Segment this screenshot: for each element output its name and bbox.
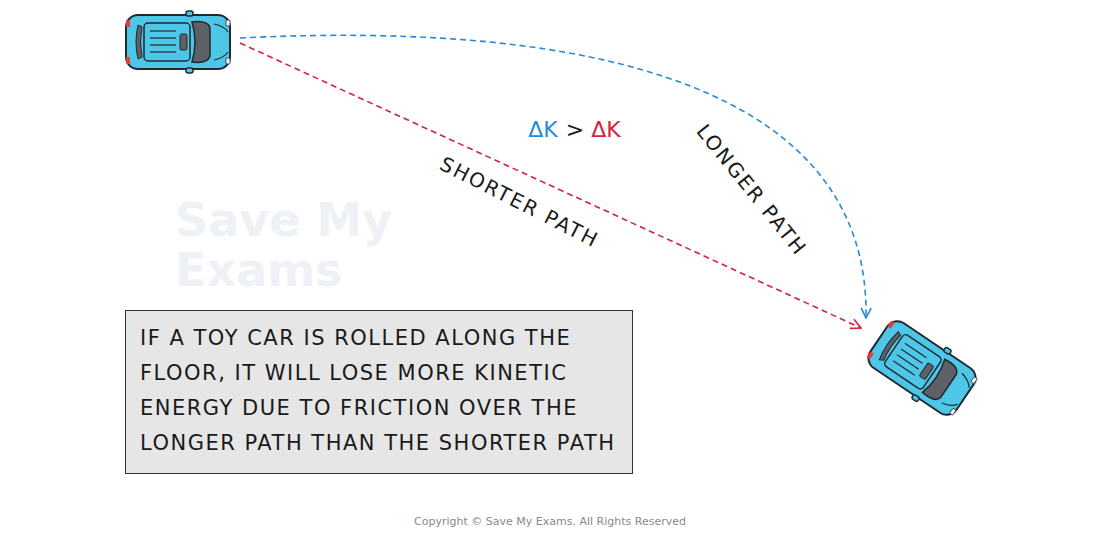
note-text: IF A TOY CAR IS ROLLED ALONG THE FLOOR, …	[140, 321, 620, 461]
toy-car	[862, 313, 983, 423]
path-label: SHORTER PATH	[436, 152, 603, 253]
note-box: IF A TOY CAR IS ROLLED ALONG THE FLOOR, …	[125, 310, 633, 474]
path-label: LONGER PATH	[692, 120, 812, 261]
delta-k-blue: ΔK	[528, 117, 557, 142]
greater-than: >	[566, 117, 584, 142]
copyright: Copyright © Save My Exams. All Rights Re…	[414, 515, 686, 528]
delta-k-red: ΔK	[591, 117, 620, 142]
toy-car	[126, 11, 230, 73]
watermark: Save My Exams	[175, 195, 405, 295]
